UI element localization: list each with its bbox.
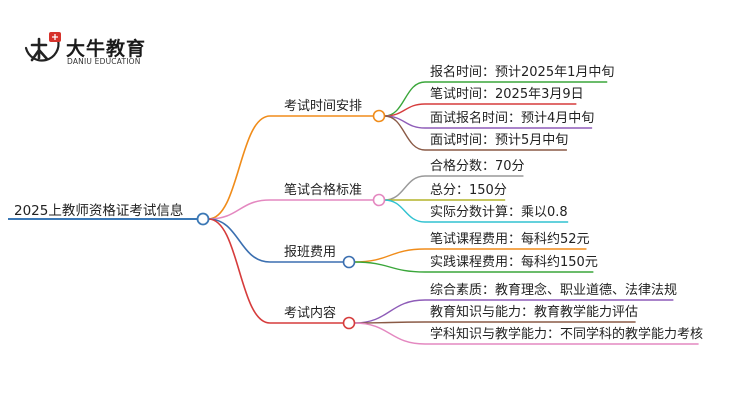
branch-node-icon — [342, 255, 356, 269]
leaf-connector — [384, 199, 426, 223]
branch-connector — [208, 218, 271, 263]
logo-subtitle: DANIU EDUCATION — [67, 57, 141, 66]
leaf-topic: 笔试课程费用：每科约52元 — [430, 232, 590, 247]
leaf-topic: 实践课程费用：每科约150元 — [430, 255, 598, 270]
branch-node-icon — [342, 316, 356, 330]
leaf-topic: 报名时间：预计2025年1月中旬 — [430, 65, 615, 80]
branch-topic: 考试内容 — [284, 306, 337, 321]
leaf-connector — [354, 299, 426, 324]
leaf-topic: 总分：150分 — [430, 183, 507, 198]
leaf-topic: 笔试时间：2025年3月9日 — [430, 87, 584, 102]
logo-mark-icon — [24, 32, 61, 62]
root-topic: 2025上教师资格证考试信息 — [14, 203, 184, 219]
leaf-topic: 实际分数计算：乘以0.8 — [430, 205, 568, 220]
leaf-connector — [384, 175, 426, 201]
leaf-topic: 教育知识与能力：教育教学能力评估 — [430, 305, 639, 320]
branch-connector — [208, 218, 271, 324]
leaf-topic: 综合素质：教育理念、职业道德、法律法规 — [430, 283, 678, 298]
logo-title: 大牛教育 — [66, 38, 147, 60]
leaf-topic: 面试时间：预计5月中旬 — [430, 133, 569, 148]
branch-node-icon — [372, 109, 386, 123]
branch-connector — [208, 199, 271, 220]
branch-topic: 笔试合格标准 — [284, 183, 363, 198]
leaf-connector — [354, 248, 426, 263]
leaf-connector — [354, 322, 426, 345]
leaf-topic: 学科知识与教学能力：不同学科的教学能力考核 — [430, 327, 704, 342]
branch-topic: 考试时间安排 — [284, 99, 363, 114]
leaf-connector — [384, 81, 426, 117]
leaf-topic: 合格分数：70分 — [430, 159, 525, 174]
branch-connector — [208, 115, 271, 220]
leaf-connector — [384, 115, 426, 151]
branch-node-icon — [372, 193, 386, 207]
leaf-topic: 面试报名时间：预计4月中旬 — [430, 111, 595, 126]
leaf-connector — [354, 261, 426, 273]
branch-topic: 报班费用 — [284, 245, 337, 260]
root-node-icon — [196, 212, 210, 226]
